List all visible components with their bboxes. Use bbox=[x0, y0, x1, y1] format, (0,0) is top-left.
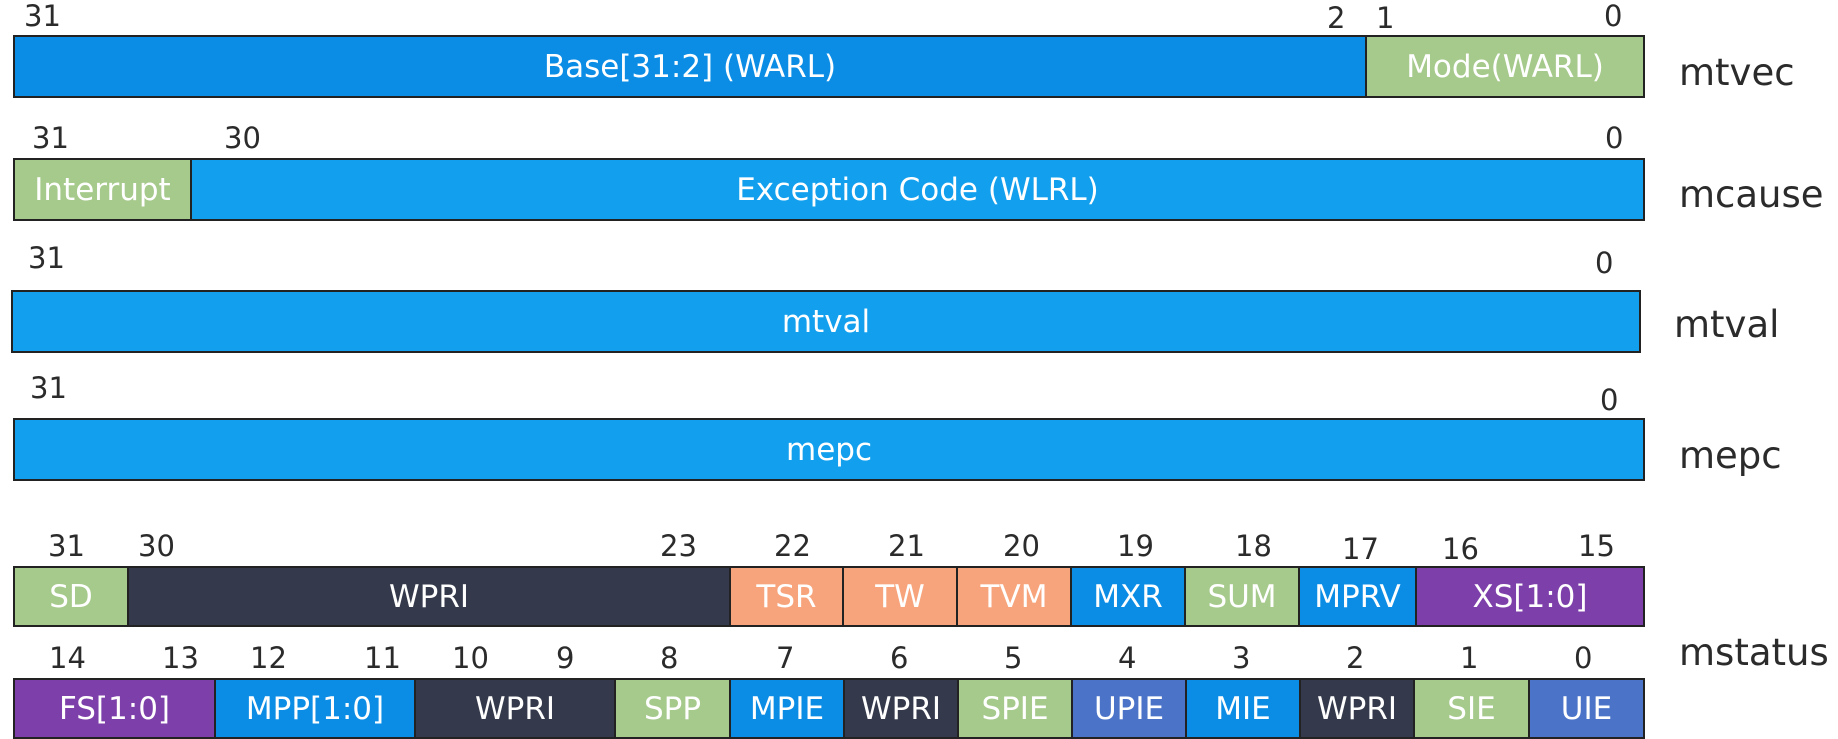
bit-number: 0 bbox=[1605, 121, 1624, 155]
bit-number: 22 bbox=[774, 529, 811, 563]
bit-number: 8 bbox=[660, 641, 679, 675]
mstatus-sd-field: SD bbox=[13, 566, 129, 627]
mcause-exception-code-field: Exception Code (WLRL) bbox=[192, 158, 1645, 221]
mstatus-mpie-field: MPIE bbox=[731, 678, 845, 739]
bit-number: 16 bbox=[1442, 532, 1479, 566]
bit-number: 5 bbox=[1004, 641, 1023, 675]
bit-number: 3 bbox=[1232, 641, 1251, 675]
register-name: mtvec bbox=[1679, 51, 1795, 94]
mstatus-uie-field: UIE bbox=[1530, 678, 1645, 739]
register-name: mepc bbox=[1679, 434, 1782, 477]
bit-number: 9 bbox=[556, 641, 575, 675]
bit-number: 1 bbox=[1376, 1, 1395, 35]
mstatus-spie-field: SPIE bbox=[959, 678, 1073, 739]
mstatus-sie-field: SIE bbox=[1415, 678, 1530, 739]
bit-number: 4 bbox=[1118, 641, 1137, 675]
bit-number: 31 bbox=[30, 371, 67, 405]
bit-number: 15 bbox=[1578, 529, 1615, 563]
bit-number: 30 bbox=[224, 121, 261, 155]
bit-number: 19 bbox=[1117, 529, 1154, 563]
bit-number: 0 bbox=[1574, 641, 1593, 675]
register-name: mcause bbox=[1679, 173, 1824, 216]
bit-number: 31 bbox=[48, 529, 85, 563]
mepc-field: mepc bbox=[13, 418, 1645, 481]
bit-number: 31 bbox=[24, 0, 61, 33]
bit-number: 12 bbox=[250, 641, 287, 675]
mstatus-sum-field: SUM bbox=[1186, 566, 1300, 627]
mstatus-wpri-field: WPRI bbox=[845, 678, 959, 739]
bit-number: 14 bbox=[49, 641, 86, 675]
bit-number: 30 bbox=[138, 529, 175, 563]
mstatus-upie-field: UPIE bbox=[1073, 678, 1187, 739]
mtvec-base-field: Base[31:2] (WARL) bbox=[13, 35, 1367, 98]
mstatus-mxr-field: MXR bbox=[1072, 566, 1186, 627]
mtval-field: mtval bbox=[11, 290, 1641, 353]
bit-number: 10 bbox=[452, 641, 489, 675]
bit-number: 1 bbox=[1460, 641, 1479, 675]
bit-number: 23 bbox=[660, 529, 697, 563]
bit-number: 0 bbox=[1604, 0, 1623, 33]
bit-number: 18 bbox=[1235, 529, 1272, 563]
bit-number: 6 bbox=[890, 641, 909, 675]
register-name: mtval bbox=[1674, 303, 1780, 346]
bit-number: 31 bbox=[28, 241, 65, 275]
mstatus-spp-field: SPP bbox=[616, 678, 731, 739]
mstatus-tsr-field: TSR bbox=[731, 566, 844, 627]
register-name: mstatus bbox=[1679, 631, 1829, 674]
bit-number: 2 bbox=[1327, 1, 1346, 35]
mstatus-xs-field: XS[1:0] bbox=[1417, 566, 1645, 627]
bit-number: 7 bbox=[776, 641, 795, 675]
mstatus-mpp-field: MPP[1:0] bbox=[216, 678, 416, 739]
mstatus-mie-field: MIE bbox=[1187, 678, 1301, 739]
bit-number: 11 bbox=[364, 641, 401, 675]
bit-number: 2 bbox=[1346, 641, 1365, 675]
mstatus-wpri-field: WPRI bbox=[129, 566, 731, 627]
bit-number: 0 bbox=[1600, 383, 1619, 417]
mstatus-tvm-field: TVM bbox=[958, 566, 1072, 627]
mstatus-wpri-field: WPRI bbox=[1301, 678, 1415, 739]
mstatus-mprv-field: MPRV bbox=[1300, 566, 1417, 627]
bit-number: 17 bbox=[1342, 532, 1379, 566]
mstatus-tw-field: TW bbox=[844, 566, 958, 627]
bit-number: 13 bbox=[162, 641, 199, 675]
mstatus-fs-field: FS[1:0] bbox=[13, 678, 216, 739]
mcause-interrupt-field: Interrupt bbox=[13, 158, 192, 221]
mstatus-wpri-field: WPRI bbox=[416, 678, 616, 739]
bit-number: 21 bbox=[888, 529, 925, 563]
bit-number: 20 bbox=[1003, 529, 1040, 563]
mtvec-mode-field: Mode(WARL) bbox=[1367, 35, 1645, 98]
bit-number: 31 bbox=[32, 121, 69, 155]
bit-number: 0 bbox=[1595, 246, 1614, 280]
